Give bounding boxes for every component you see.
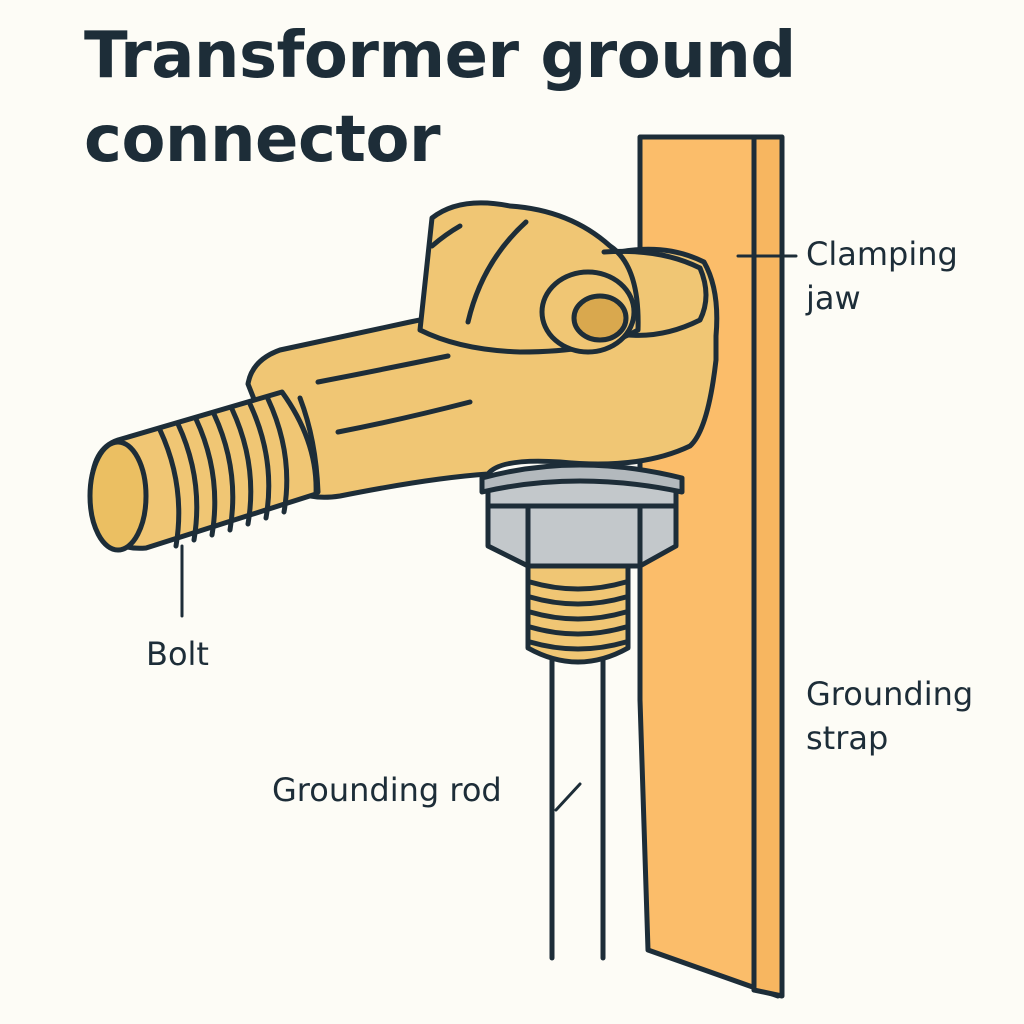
label-clamping-jaw-line-2: jaw [806,276,958,320]
hex-nut [482,465,682,566]
label-grounding-strap: Grounding strap [806,672,973,760]
label-grounding-strap-line-1: Grounding [806,672,973,716]
threaded-stud [528,566,628,662]
label-clamping-jaw: Clamping jaw [806,232,958,320]
label-clamping-jaw-line-1: Clamping [806,232,958,276]
label-bolt: Bolt [146,632,209,676]
leader-grounding-rod [556,784,580,810]
label-grounding-strap-line-2: strap [806,716,973,760]
label-grounding-rod: Grounding rod [272,768,502,812]
bolt [90,392,316,550]
